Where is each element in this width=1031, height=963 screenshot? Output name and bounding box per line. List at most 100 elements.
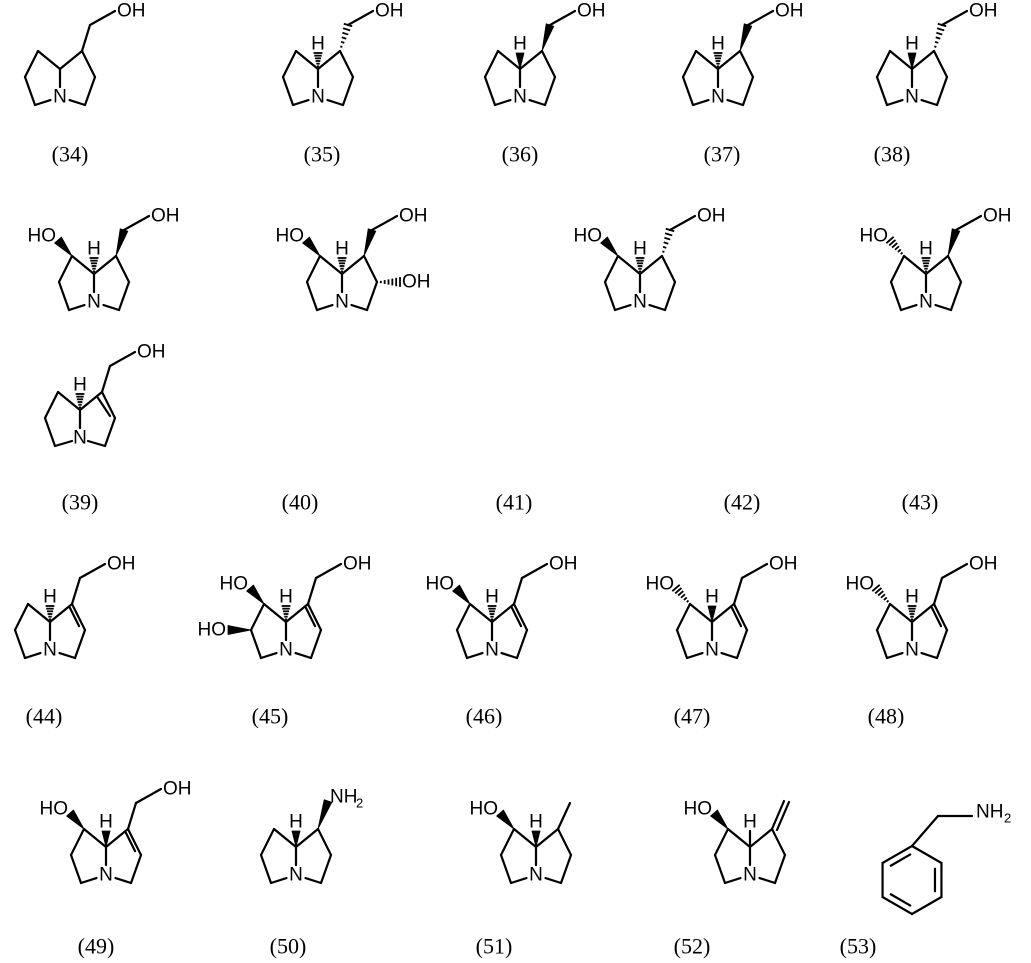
compound-34: NOH(34) — [23, 1, 146, 167]
hydrogen-label: H — [87, 239, 101, 260]
bond-line — [57, 280, 71, 312]
bond-line — [69, 827, 86, 857]
wedge-bond — [600, 236, 619, 257]
hydroxyl-label: OH — [137, 342, 166, 363]
bond-line — [306, 602, 323, 632]
benzene-double-bond — [889, 893, 912, 907]
bond-line — [326, 98, 345, 107]
hydroxyl-label: HO — [846, 574, 875, 595]
bond-line — [910, 602, 936, 624]
hydrogen-label: H — [279, 587, 293, 608]
hydroxyl-label: HO — [470, 799, 499, 820]
hydrogen-label: H — [905, 34, 919, 55]
hash-stripe — [663, 241, 669, 245]
nitrogen-label: N — [919, 292, 933, 313]
wedge-bond — [907, 52, 917, 70]
bond-line — [496, 49, 522, 71]
nitrogen-label: N — [905, 640, 919, 661]
hydroxyl-label: OH — [983, 206, 1012, 227]
hydroxyl-label: HO — [646, 574, 675, 595]
nitrogen-label: N — [633, 292, 647, 313]
bond-line — [108, 350, 137, 368]
hydroxyl-label: OH — [107, 554, 136, 575]
bond-line — [770, 827, 787, 857]
bond-line — [69, 853, 83, 885]
bond-line — [515, 628, 529, 660]
hash-bond — [45, 605, 55, 621]
bond-line — [483, 49, 500, 79]
benzene-bond — [881, 895, 914, 916]
hydroxyl-label: HO — [220, 574, 249, 595]
bond-line — [350, 303, 369, 312]
bond-line — [33, 98, 52, 107]
bond-line — [259, 651, 278, 660]
bond-line — [70, 254, 96, 276]
bond-line — [638, 254, 664, 276]
bond-line — [88, 9, 117, 27]
benzene-double-bond — [889, 853, 912, 867]
bond-line — [691, 98, 710, 107]
wedge-bond — [317, 799, 333, 830]
hydroxyl-label: HO — [276, 226, 305, 247]
bond-line — [269, 876, 288, 885]
hash-stripe — [936, 31, 943, 36]
hash-stripe — [340, 45, 343, 48]
hash-stripe — [664, 236, 671, 241]
bond-line — [102, 303, 121, 312]
hydroxyl-label: HO — [426, 574, 455, 595]
hash-stripe — [871, 584, 881, 592]
bond-line — [338, 49, 355, 79]
bond-line — [685, 651, 704, 660]
bond-line — [885, 651, 904, 660]
bond-line — [885, 98, 904, 107]
hydroxyl-label: OH — [969, 554, 998, 575]
bond-line — [294, 827, 320, 849]
nitrogen-label: N — [905, 87, 919, 108]
bond-line — [520, 562, 549, 580]
compound-number: (36) — [502, 142, 539, 167]
hash-stripe — [340, 40, 345, 44]
nitrogen-label: N — [485, 640, 499, 661]
hash-bond — [671, 584, 690, 603]
bond-line — [259, 827, 276, 857]
wedge-bond — [707, 605, 717, 623]
bond-line — [134, 787, 163, 805]
bond-line — [305, 280, 319, 312]
nitrogen-label: N — [711, 87, 725, 108]
bond-line — [80, 49, 97, 79]
bond-line — [509, 876, 528, 885]
wedge-bond — [452, 584, 471, 605]
hydrogen-label: H — [633, 239, 647, 260]
bond-line — [668, 214, 697, 232]
bond-line — [688, 602, 714, 624]
nitrogen-label: N — [53, 87, 67, 108]
bond-line — [559, 853, 573, 885]
bond-line — [67, 303, 86, 312]
bond-line — [899, 303, 918, 312]
bond-line — [86, 439, 107, 448]
hydroxyl-label: HO — [198, 620, 227, 641]
exo-double-bond — [770, 799, 786, 831]
bond-line — [548, 9, 577, 27]
hydroxyl-label: HO — [40, 799, 69, 820]
bond-line — [103, 416, 117, 448]
bond-line — [68, 98, 87, 107]
bond-line — [888, 602, 914, 624]
methyl-bond — [556, 801, 572, 831]
hydroxyl-label: OH — [151, 206, 180, 227]
bond-line — [613, 303, 632, 312]
wedge-bond — [541, 23, 555, 52]
bond-line — [694, 49, 720, 71]
bond-line — [528, 98, 547, 107]
bond-line — [465, 651, 484, 660]
compound-number: (41) — [496, 490, 533, 515]
hydroxyl-label: OH — [399, 206, 428, 227]
bond-line — [741, 75, 755, 107]
